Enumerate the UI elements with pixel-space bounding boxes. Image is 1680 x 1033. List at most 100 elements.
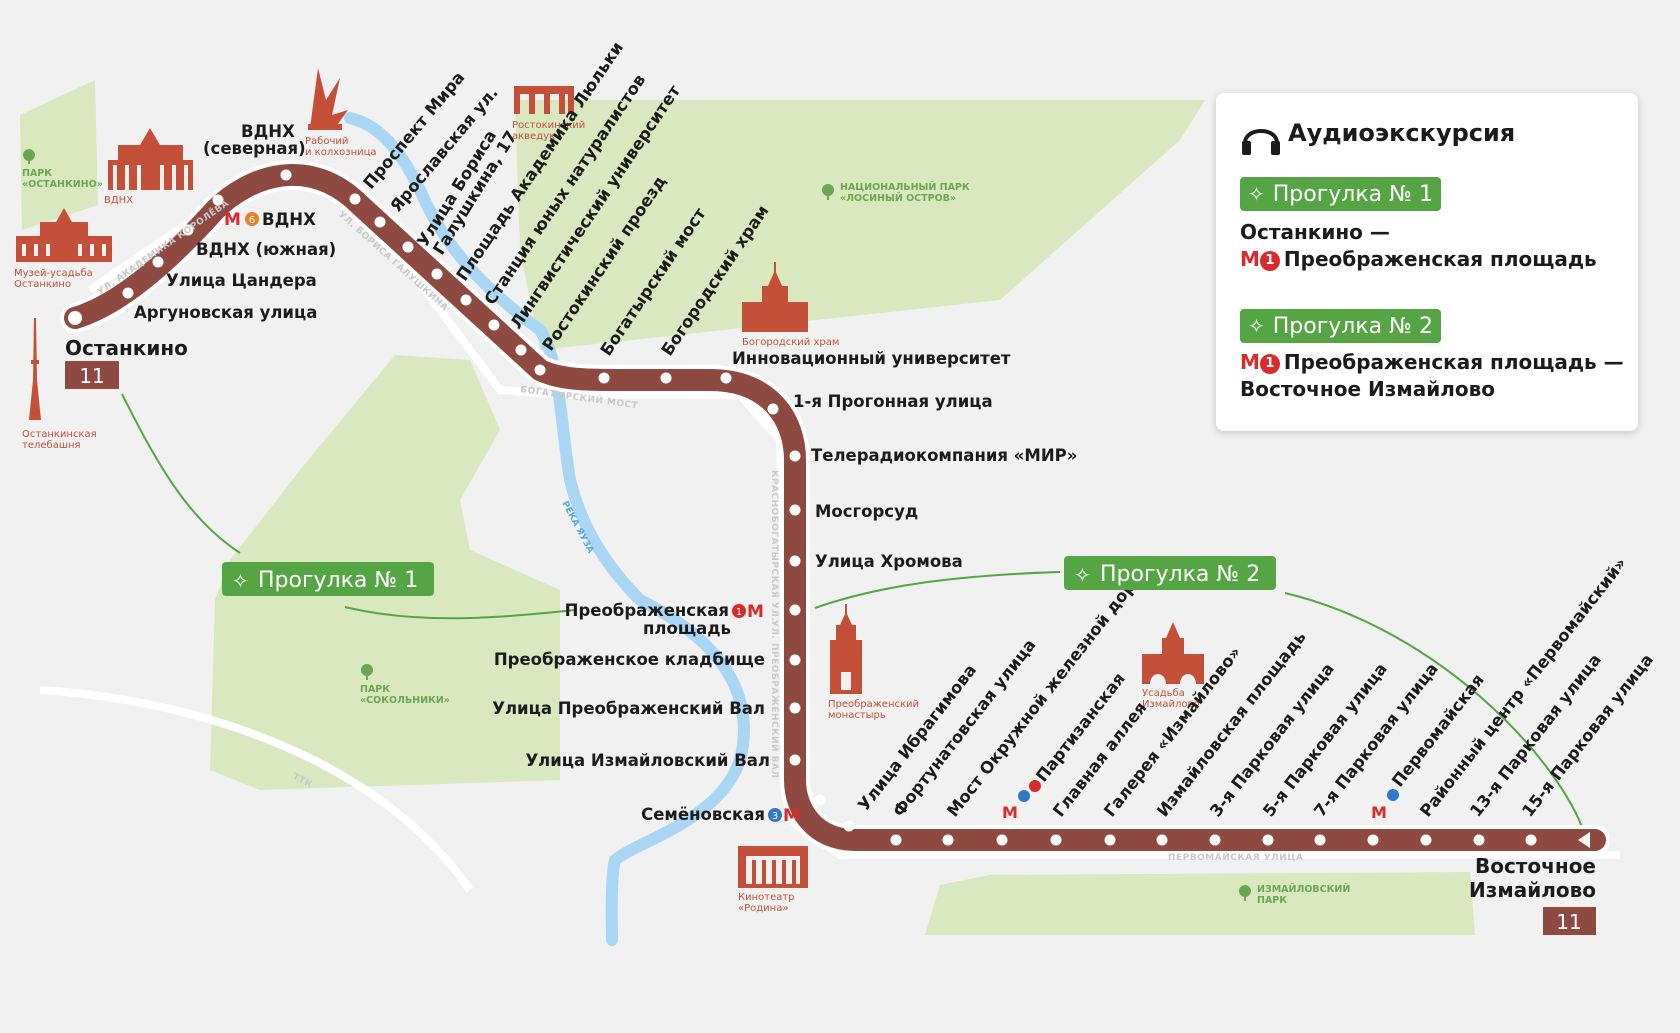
station-dot[interactable] <box>1104 834 1116 846</box>
metro-partizanskaya-icon: М <box>1002 780 1041 822</box>
station-dot[interactable] <box>660 372 672 384</box>
park-labels: ПАРК «ОСТАНКИНО» НАЦИОНАЛЬНЫЙ ПАРК «ЛОСИ… <box>22 149 1350 906</box>
station-innovation-univ: Инновационный университет <box>732 349 1011 368</box>
landmark-cinema-sign: РОДИНА <box>747 845 791 856</box>
station-dot[interactable] <box>1367 834 1379 846</box>
tv-tower-icon <box>29 318 41 420</box>
park-label-ostankino: ПАРК <box>22 168 52 179</box>
sparkle-icon: ✧ <box>1248 182 1265 206</box>
station-dot[interactable] <box>789 555 801 567</box>
station-dot[interactable] <box>460 294 472 306</box>
metro-preobrazhenskaya-icon: 1 М <box>732 602 764 622</box>
station-dot[interactable] <box>1420 834 1432 846</box>
walk1-map-badge[interactable]: ✧ Прогулка № 1 <box>222 562 434 596</box>
station-dot[interactable] <box>402 241 414 253</box>
svg-text:1: 1 <box>736 607 742 618</box>
landmark-church: Богородский храм <box>742 337 839 348</box>
landmark-worker-2: и колхозница <box>305 147 377 158</box>
station-dot[interactable] <box>789 754 801 766</box>
station-dot[interactable] <box>789 504 801 516</box>
station-dot[interactable] <box>1473 834 1485 846</box>
street-pervomayskaya: ПЕРВОМАЙСКАЯ УЛИЦА <box>1168 851 1304 863</box>
metro-semyonovskaya-icon: 3 М <box>768 806 800 826</box>
tree-icon <box>361 664 373 680</box>
station-dot[interactable] <box>890 834 902 846</box>
station-dot[interactable] <box>720 372 732 384</box>
park-label-losiny-name: «ЛОСИНЫЙ ОСТРОВ» <box>840 192 956 204</box>
landmark-monastery: Преображенский <box>828 699 919 710</box>
metro-line-badge: 1 <box>1259 251 1280 271</box>
park-label-sokolniki: ПАРК <box>360 684 390 695</box>
station-preobrazhenskaya: Преображенская <box>565 601 729 620</box>
walk2-legend-badge[interactable]: ✧Прогулка № 2 <box>1240 309 1442 343</box>
station-dots <box>68 169 1537 846</box>
station-dot[interactable] <box>431 268 443 280</box>
station-preobr-cemetery: Преображенское кладбище <box>494 650 765 669</box>
station-dot[interactable] <box>280 169 292 181</box>
tree-icon <box>23 149 35 164</box>
station-preobr-val: Улица Преображенский Вал <box>492 699 765 718</box>
station-dot[interactable] <box>515 344 527 356</box>
station-dot[interactable] <box>152 256 164 268</box>
station-dot[interactable] <box>843 820 855 832</box>
landmark-tower-2: телебашня <box>22 440 81 451</box>
legend-title: Аудиоэкскурсия <box>1288 119 1516 147</box>
route-end-arrow <box>1578 832 1590 848</box>
station-dot[interactable] <box>182 224 194 236</box>
station-vdnh-north-2: (северная) <box>203 139 306 158</box>
landmark-museum-2: Останкино <box>14 279 71 290</box>
station-dot[interactable] <box>1209 834 1221 846</box>
station-dot[interactable] <box>1314 834 1326 846</box>
station-dot[interactable] <box>1262 834 1274 846</box>
station-dot[interactable] <box>349 193 361 205</box>
station-dot[interactable] <box>789 654 801 666</box>
park-label-izmailovsky-name: ПАРК <box>1257 895 1287 906</box>
river-yauza <box>344 112 750 946</box>
station-dot[interactable] <box>814 794 826 806</box>
station-vdnh-north: ВДНХ <box>241 122 295 141</box>
line-number-end: 11 <box>1556 910 1581 934</box>
park-izmailovsky <box>925 872 1475 935</box>
station-dot[interactable] <box>534 364 546 376</box>
station-dot[interactable] <box>1050 834 1062 846</box>
landmark-tower: Останкинская <box>22 429 97 440</box>
walk1-legend-badge[interactable]: ✧Прогулка № 1 <box>1240 177 1442 211</box>
station-dot[interactable] <box>1525 834 1537 846</box>
svg-text:6: 6 <box>249 215 255 226</box>
station-dot[interactable] <box>1156 834 1168 846</box>
road-ttk <box>39 686 474 893</box>
walk2-map-badge[interactable]: ✧ Прогулка № 2 <box>1064 556 1276 590</box>
station-dot[interactable] <box>996 834 1008 846</box>
station-dot[interactable] <box>488 319 500 331</box>
station-labels-vertical: Инновационный университет 1-я Прогонная … <box>492 349 1077 826</box>
station-dot[interactable] <box>767 403 779 415</box>
bogorodsky-church-icon <box>742 262 808 332</box>
walk2-to: Восточное Измайлово <box>1240 377 1495 401</box>
station-progonnaya: 1-я Прогонная улица <box>793 392 993 411</box>
station-mosgorsud: Мосгорсуд <box>815 502 918 521</box>
station-dot[interactable] <box>789 702 801 714</box>
park-label-sokolniki-name: «СОКОЛЬНИКИ» <box>360 695 450 706</box>
line-number-badge-start <box>65 361 119 389</box>
station-dot[interactable] <box>212 194 224 206</box>
station-labels-left: Аргуновская улица Улица Цандера ВДНХ (юж… <box>134 122 336 322</box>
metro-logo-icon: М <box>1240 350 1260 374</box>
terminus-izmailovo: Измайлово <box>1469 878 1596 902</box>
station-khromova: Улица Хромова <box>815 552 963 571</box>
station-dot[interactable] <box>374 216 386 228</box>
legend-card: Аудиоэкскурсия ✧Прогулка № 1 Останкино —… <box>1216 93 1638 431</box>
station-dot[interactable] <box>789 604 801 616</box>
station-dot[interactable] <box>122 287 134 299</box>
walk1-to: Преображенская площадь <box>1283 247 1597 271</box>
station-dot[interactable] <box>942 834 954 846</box>
landmark-izmailovo: Усадьба <box>1142 688 1185 699</box>
svg-text:3: 3 <box>772 811 778 822</box>
station-dot[interactable] <box>789 450 801 462</box>
landmark-izmailovo-2: Измайлово <box>1142 699 1200 710</box>
station-dot[interactable] <box>598 372 610 384</box>
station-dot[interactable] <box>68 311 82 325</box>
station-vdnh-south: ВДНХ (южная) <box>196 240 336 259</box>
walk2-map-label: Прогулка № 2 <box>1100 562 1260 587</box>
